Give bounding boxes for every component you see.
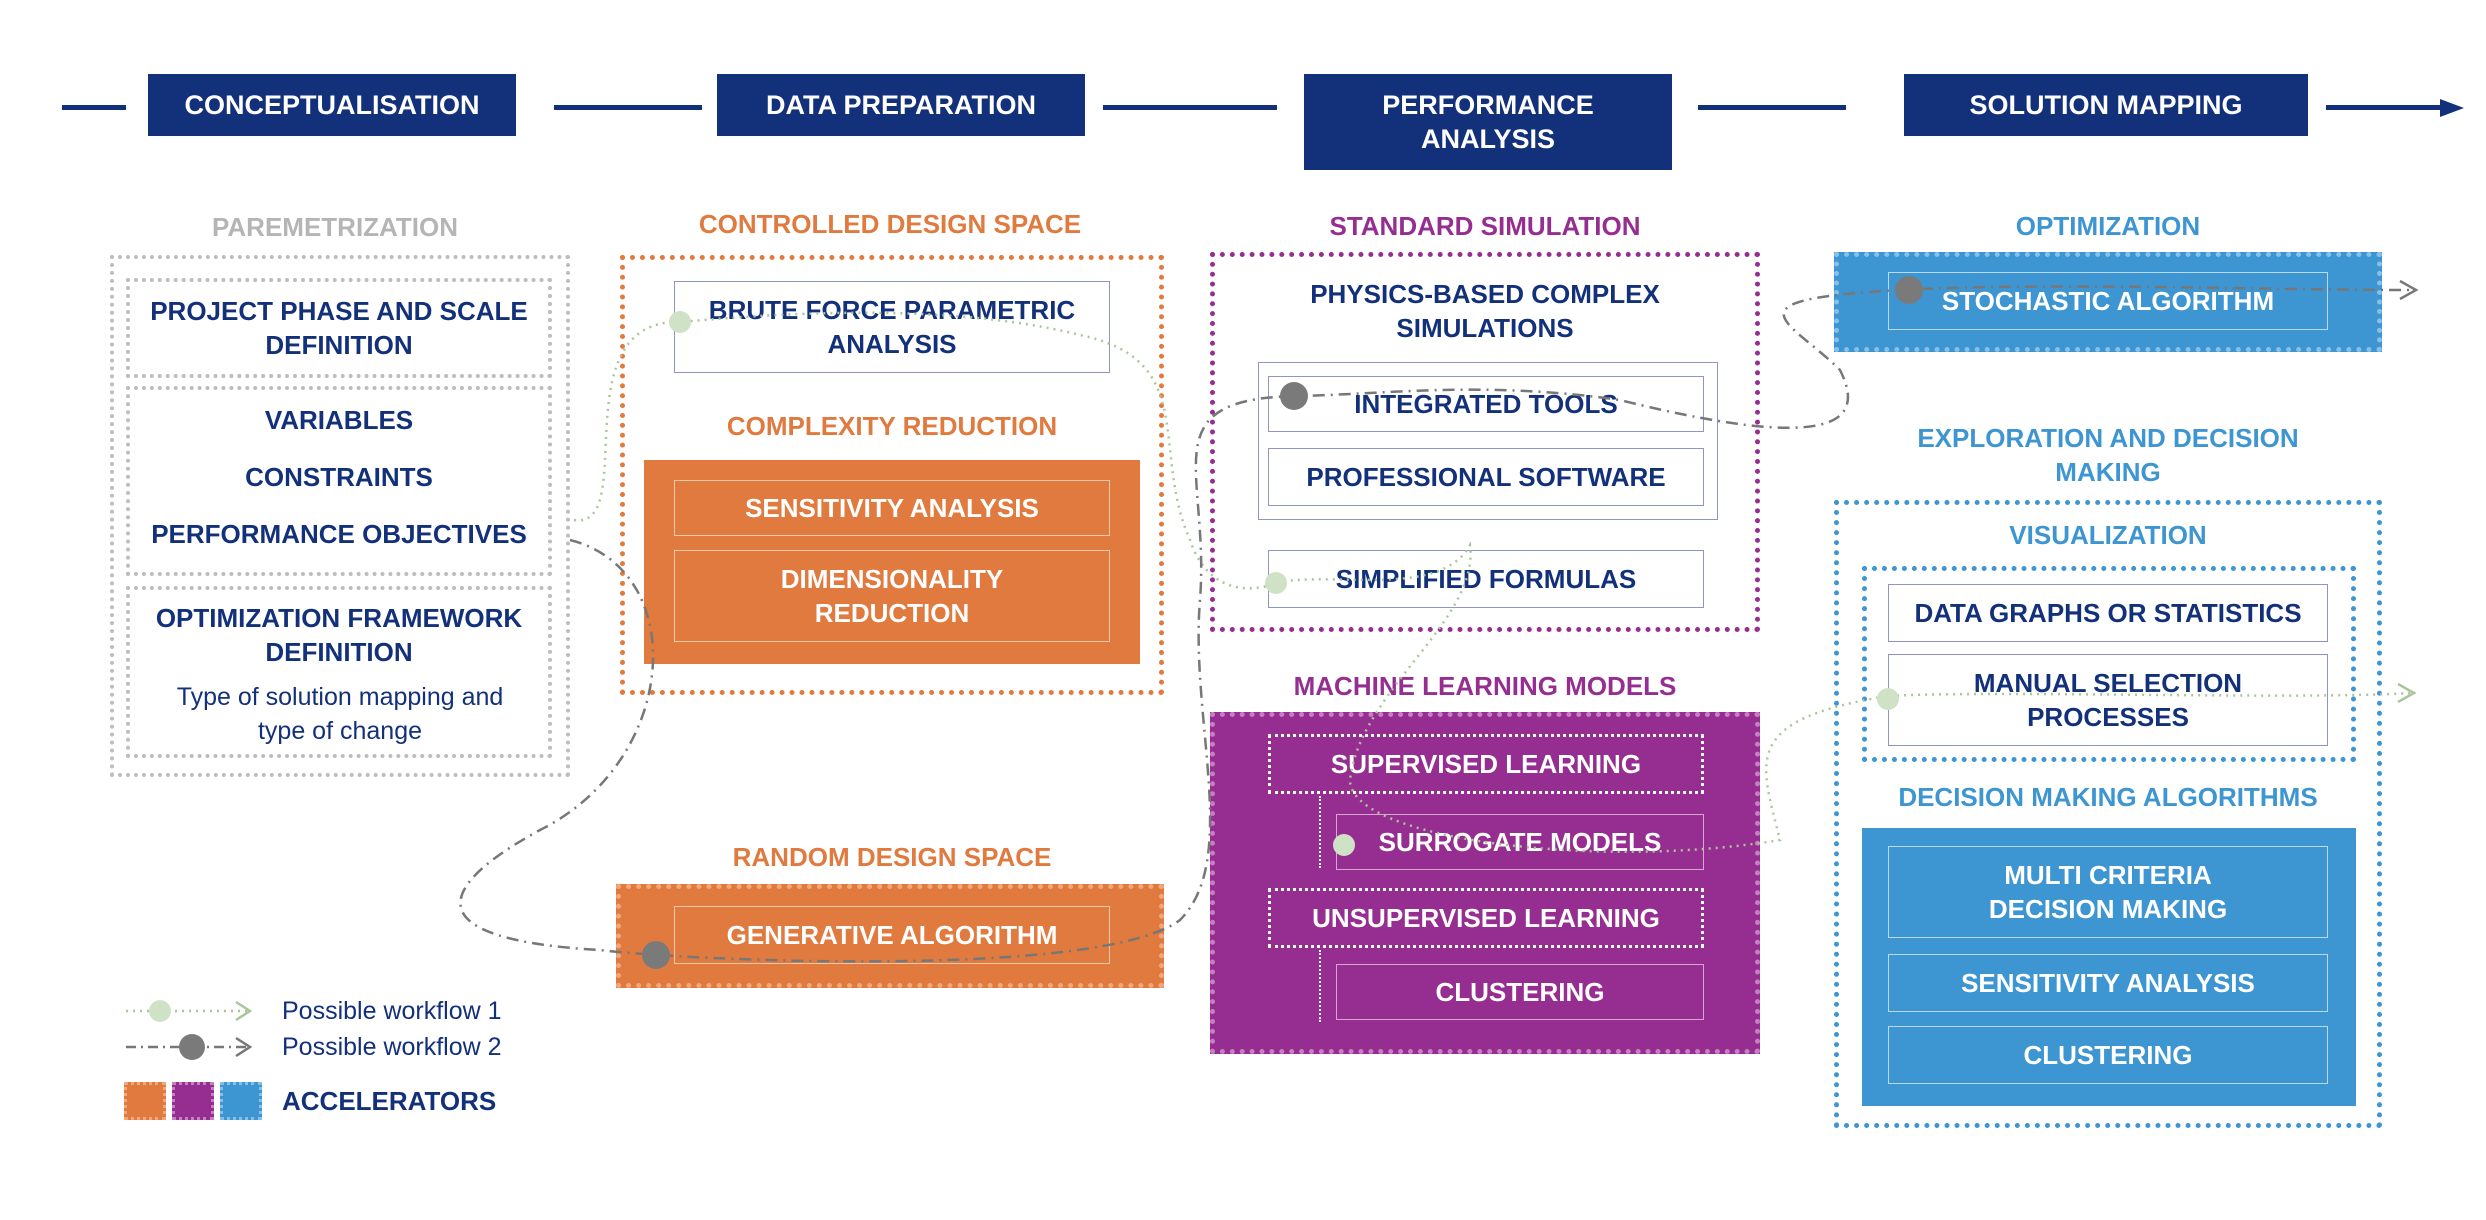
controlled-design-space-title: CONTROLLED DESIGN SPACE <box>698 209 1082 239</box>
workflow1-path <box>573 311 2411 854</box>
machine-learning-title: MACHINE LEARNING MODELS <box>1293 671 1677 701</box>
timeline-segment-5 <box>2326 105 2444 110</box>
manual-selection-label: MANUAL SELECTION PROCESSES <box>1973 668 2243 732</box>
generative-algorithm-box: GENERATIVE ALGORITHM <box>674 906 1110 964</box>
machine-learning-container <box>1210 712 1760 1054</box>
physics-based-label: PHYSICS-BASED COMPLEX SIMULATIONS <box>1310 279 1660 343</box>
workflow2-node-generative <box>642 941 670 969</box>
solution-mapping-note: Type of solution mapping and type of cha… <box>176 683 504 745</box>
timeline-segment-1 <box>62 105 126 110</box>
data-graphs-box: DATA GRAPHS OR STATISTICS <box>1888 584 2328 642</box>
controlled-design-space-container <box>620 255 1164 695</box>
manual-selection-box: MANUAL SELECTION PROCESSES <box>1888 654 2328 746</box>
project-phase-box: PROJECT PHASE AND SCALE DEFINITION <box>126 278 552 378</box>
sensitivity-analysis-label: SENSITIVITY ANALYSIS <box>745 493 1039 523</box>
unsupervised-learning-label: UNSUPERVISED LEARNING <box>1312 903 1660 933</box>
optimization-framework-label: OPTIMIZATION FRAMEWORK DEFINITION <box>155 603 523 667</box>
workflow1-node-surrogate <box>1333 834 1355 856</box>
decision-clustering-label: CLUSTERING <box>2023 1040 2193 1070</box>
visualization-title: VISUALIZATION <box>2009 520 2207 550</box>
exploration-container <box>1834 500 2382 1128</box>
data-graphs-label: DATA GRAPHS OR STATISTICS <box>1914 598 2302 628</box>
accelerator-swatch-orange <box>124 1082 166 1120</box>
phase-solution-mapping: SOLUTION MAPPING <box>1904 74 2308 136</box>
workflow2-node-stochastic <box>1895 276 1923 304</box>
decision-making-title: DECISION MAKING ALGORITHMS <box>1898 782 2318 812</box>
complexity-reduction-container <box>644 460 1140 664</box>
random-design-space-container <box>616 884 1164 988</box>
workflow1-node-simplified <box>1265 572 1287 594</box>
mcdm-box: MULTI CRITERIA DECISION MAKING <box>1888 846 2328 938</box>
supervised-learning-box: SUPERVISED LEARNING <box>1268 734 1704 794</box>
brute-force-label: BRUTE FORCE PARAMETRIC ANALYSIS <box>708 295 1076 359</box>
simplified-formulas-box: SIMPLIFIED FORMULAS <box>1268 550 1704 608</box>
physics-tools-group <box>1258 362 1718 520</box>
project-phase-label: PROJECT PHASE AND SCALE DEFINITION <box>150 296 528 360</box>
random-design-space-title: RANDOM DESIGN SPACE <box>732 842 1052 872</box>
accelerator-swatch-blue <box>220 1082 262 1120</box>
generative-algorithm-label: GENERATIVE ALGORITHM <box>726 920 1058 950</box>
standard-simulation-container <box>1210 252 1760 632</box>
decision-making-container <box>1862 828 2356 1106</box>
dimensionality-reduction-box: DIMENSIONALITY REDUCTION <box>674 550 1110 642</box>
workflow1-legend-label: Possible workflow 1 <box>282 997 502 1025</box>
dimensionality-reduction-label: DIMENSIONALITY REDUCTION <box>780 564 1004 628</box>
brute-force-box: BRUTE FORCE PARAMETRIC ANALYSIS <box>674 281 1110 373</box>
workflow1-node-manual <box>1877 688 1899 710</box>
stochastic-algorithm-box: STOCHASTIC ALGORITHM <box>1888 272 2328 330</box>
phase-conceptualisation: CONCEPTUALISATION <box>148 74 516 136</box>
professional-software-box: PROFESSIONAL SOFTWARE <box>1268 448 1704 506</box>
decision-clustering-box: CLUSTERING <box>1888 1026 2328 1084</box>
complexity-reduction-title: COMPLEXITY REDUCTION <box>726 411 1058 441</box>
decision-sensitivity-box: SENSITIVITY ANALYSIS <box>1888 954 2328 1012</box>
workflow1-node-brute-force <box>669 311 691 333</box>
ml-clustering-box: CLUSTERING <box>1336 964 1704 1020</box>
timeline-segment-2 <box>554 105 702 110</box>
simplified-formulas-label: SIMPLIFIED FORMULAS <box>1335 564 1637 594</box>
supervised-learning-label: SUPERVISED LEARNING <box>1330 749 1642 779</box>
visualization-container <box>1862 566 2356 762</box>
workflow1-legend-icon <box>126 1000 253 1022</box>
workflow2-legend-label: Possible workflow 2 <box>282 1033 502 1061</box>
surrogate-models-box: SURROGATE MODELS <box>1336 814 1704 870</box>
optimization-container <box>1834 252 2382 352</box>
professional-software-label: PROFESSIONAL SOFTWARE <box>1306 462 1666 492</box>
optimization-title: OPTIMIZATION <box>2015 211 2201 241</box>
timeline-segment-4 <box>1698 105 1846 110</box>
workflow2-legend-icon <box>126 1034 253 1060</box>
variables-group-box <box>126 386 552 576</box>
workflow2-node-integrated <box>1280 382 1308 410</box>
ml-clustering-label: CLUSTERING <box>1435 977 1605 1007</box>
decision-sensitivity-label: SENSITIVITY ANALYSIS <box>1961 968 2255 998</box>
timeline-segment-3 <box>1103 105 1277 110</box>
stochastic-algorithm-label: STOCHASTIC ALGORITHM <box>1941 286 2275 316</box>
sensitivity-analysis-box: SENSITIVITY ANALYSIS <box>674 480 1110 536</box>
performance-objectives-label: PERFORMANCE OBJECTIVES <box>151 519 527 549</box>
supervised-connector <box>1319 796 1321 868</box>
accelerator-swatch-purple <box>172 1082 214 1120</box>
variables-label: VARIABLES <box>264 405 414 435</box>
phase-data-preparation: DATA PREPARATION <box>717 74 1085 136</box>
surrogate-models-label: SURROGATE MODELS <box>1378 827 1662 857</box>
unsupervised-learning-box: UNSUPERVISED LEARNING <box>1268 888 1704 948</box>
phase-performance-analysis: PERFORMANCE ANALYSIS <box>1304 74 1672 170</box>
accelerators-legend-label: ACCELERATORS <box>282 1086 497 1116</box>
constraints-label: CONSTRAINTS <box>245 462 433 492</box>
workflow1-arrowhead-icon <box>2397 682 2417 704</box>
standard-simulation-title: STANDARD SIMULATION <box>1329 211 1641 241</box>
parametrization-container <box>110 255 570 777</box>
workflow2-path <box>459 285 2413 963</box>
workflow2-arrowhead-icon <box>2399 279 2419 301</box>
optimization-framework-box <box>126 586 552 758</box>
exploration-title: EXPLORATION AND DECISION MAKING <box>1917 423 2299 487</box>
parametrization-title: PAREMETRIZATION <box>211 212 459 242</box>
timeline-arrowhead-icon <box>2440 99 2464 117</box>
unsupervised-connector <box>1319 950 1321 1022</box>
mcdm-label: MULTI CRITERIA DECISION MAKING <box>1988 860 2228 924</box>
